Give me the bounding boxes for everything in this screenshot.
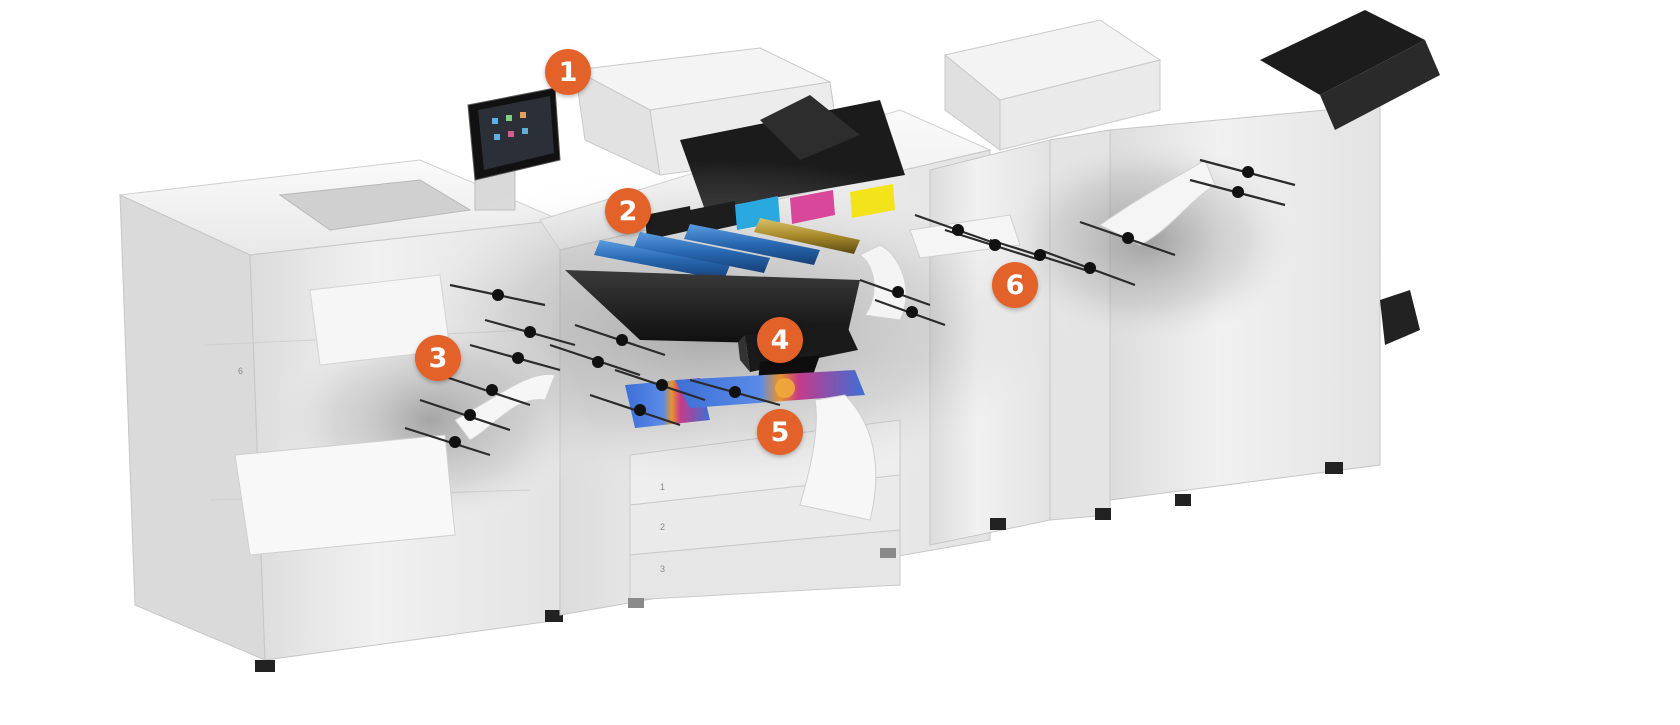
roller-hubs	[449, 166, 1254, 448]
paper-stack	[234, 434, 456, 556]
scanner-document-feeder	[573, 47, 905, 210]
callout-5[interactable]: 5	[757, 409, 803, 455]
callout-1-number: 1	[558, 56, 578, 88]
tray-number-2: 2	[660, 522, 665, 532]
tray-number-3: 3	[660, 564, 665, 574]
imaging-drum-rollers	[594, 218, 860, 280]
output-stacker-tray	[1260, 10, 1425, 95]
callout-3[interactable]: 3	[415, 335, 461, 381]
callout-6-number: 6	[1005, 269, 1025, 301]
printed-sheets	[625, 370, 865, 428]
touchscreen-control-panel	[467, 87, 561, 211]
callout-4[interactable]: 4	[757, 317, 803, 363]
callout-6[interactable]: 6	[992, 262, 1038, 308]
toner-magenta	[790, 190, 835, 224]
callout-4-number: 4	[770, 324, 790, 356]
toner-black	[645, 206, 692, 240]
paper-feed-path	[234, 274, 556, 556]
callout-1[interactable]: 1	[545, 49, 591, 95]
booklet-tray	[1380, 290, 1420, 345]
hci-tray-number: 6	[238, 366, 243, 376]
toner-yellow	[850, 184, 895, 218]
callout-5-number: 5	[770, 416, 790, 448]
callout-2-number: 2	[618, 195, 638, 227]
callout-2[interactable]: 2	[605, 188, 651, 234]
tray-number-1: 1	[660, 482, 665, 492]
toner-cartridges	[645, 184, 895, 240]
paper-tray-3	[629, 529, 901, 601]
callout-3-number: 3	[428, 342, 448, 374]
exit-paper-path	[799, 394, 877, 521]
